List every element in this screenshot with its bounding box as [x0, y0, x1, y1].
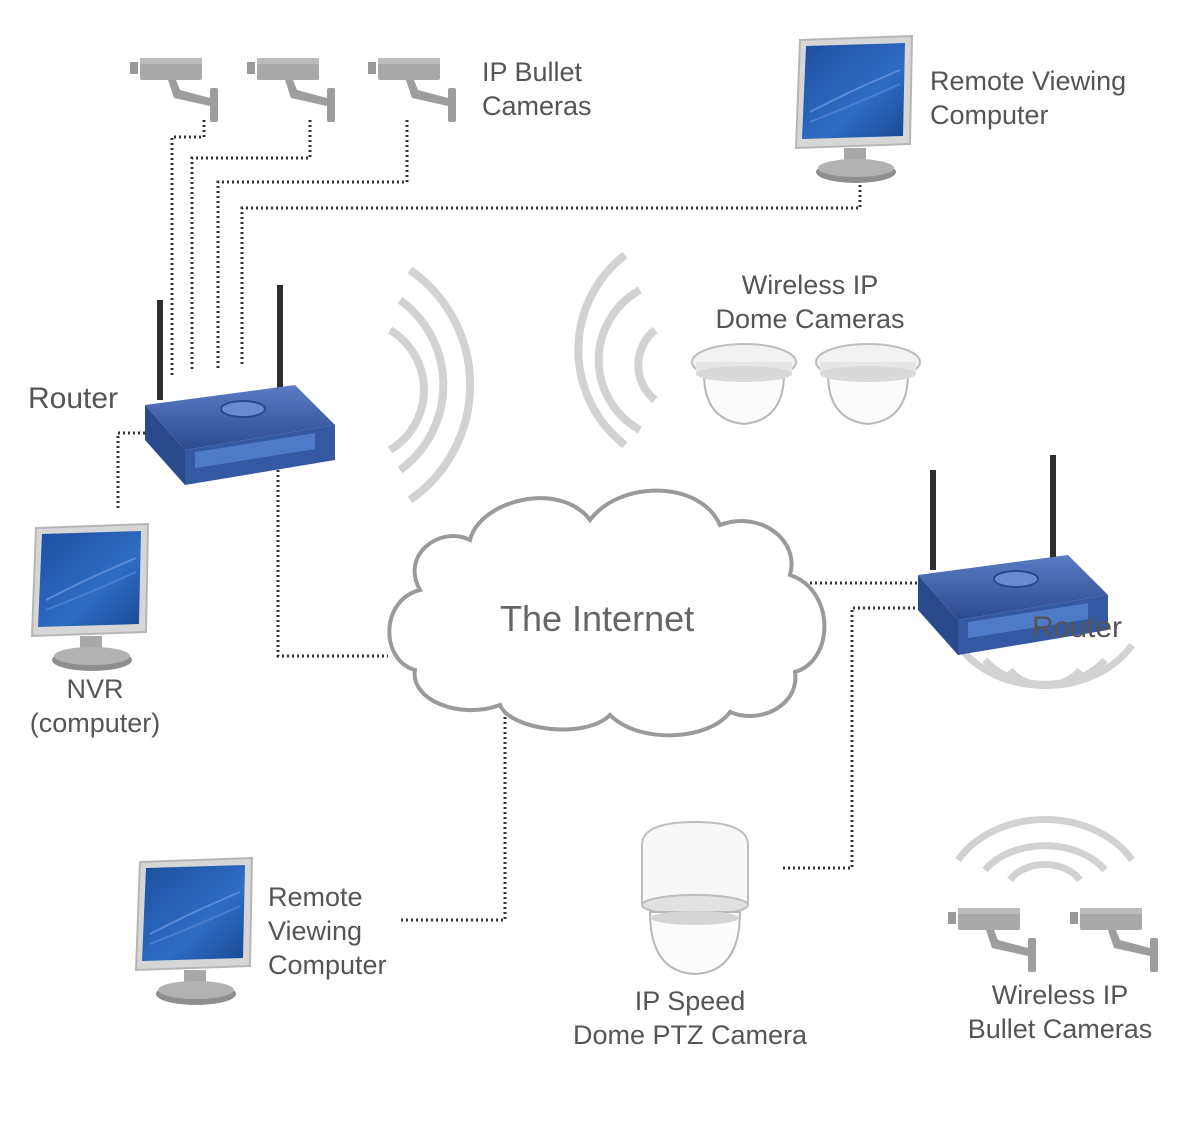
wireless-dome-cameras-label: Wireless IP Dome Cameras [715, 270, 905, 334]
bullet-camera-icon [948, 908, 1036, 972]
ip-bullet-cameras-label: IP Bullet Cameras [482, 57, 592, 121]
bullet-camera-icon [1070, 908, 1158, 972]
wireless-wave-icon [574, 251, 658, 449]
cloud-icon [387, 488, 827, 738]
dome-camera-icon [815, 343, 921, 425]
router-right-label: Router [1032, 611, 1123, 644]
monitor-icon [795, 35, 913, 184]
wireless-wave-icon [955, 642, 1135, 883]
ptz-camera-label: IP Speed Dome PTZ Camera [572, 986, 808, 1050]
bullet-camera-icon [130, 58, 218, 122]
dome-camera-icon [691, 343, 797, 425]
wireless-bullet-cameras-label: Wireless IP Bullet Cameras [967, 980, 1153, 1044]
remote-viewing-computer-top-label: Remote Viewing Computer [930, 66, 1127, 130]
connection-lines [116, 120, 945, 922]
ptz-camera-icon [641, 820, 749, 976]
monitor-icon [31, 523, 149, 672]
router-left-label: Router [28, 382, 119, 415]
remote-viewing-computer-bottom-label: Remote Viewing Computer [268, 882, 387, 980]
internet-label: The Internet [500, 598, 695, 639]
bullet-camera-icon [247, 58, 335, 122]
nvr-label: NVR (computer) [29, 674, 161, 738]
monitor-icon [135, 857, 253, 1006]
bullet-camera-icon [368, 58, 456, 122]
wireless-wave-icon [387, 266, 475, 504]
